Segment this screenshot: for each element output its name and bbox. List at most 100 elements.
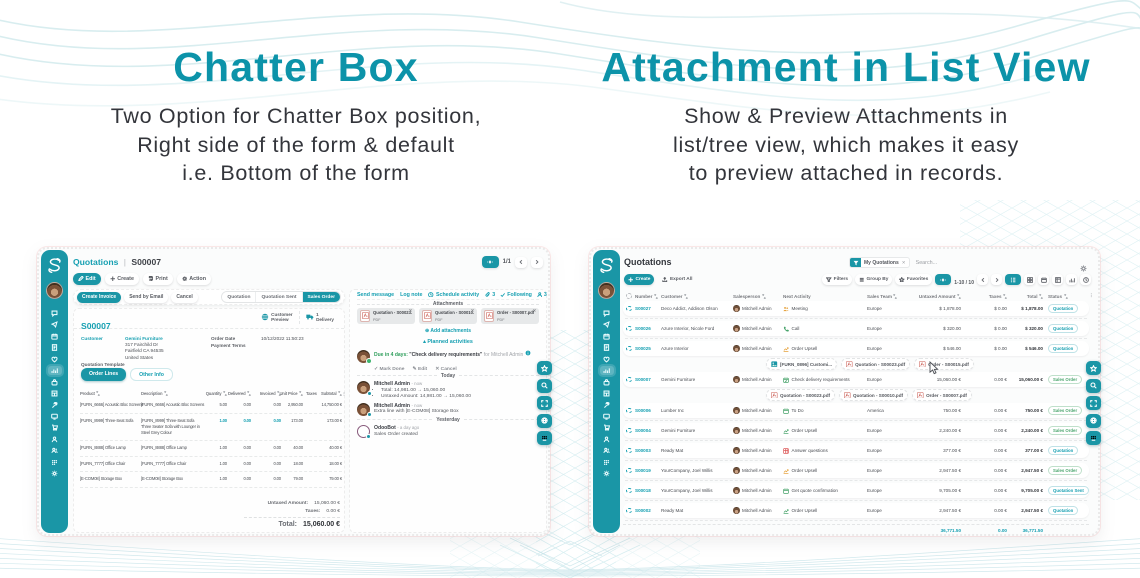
- sidebar-item-sales[interactable]: [47, 366, 62, 375]
- order-line-row[interactable]: [FURN_8888] Office Lamp[FURN_8888] Offic…: [80, 441, 342, 457]
- activity-mark-done-button[interactable]: ✓ Mark Done: [374, 366, 405, 372]
- sidebar-item-settings[interactable]: [600, 470, 614, 478]
- cancel-button[interactable]: Cancel: [171, 291, 198, 303]
- favorites-button[interactable]: Favorites: [895, 274, 933, 285]
- customer-value[interactable]: Gemini Furniture: [125, 336, 163, 341]
- quick-magnifier-button[interactable]: [1086, 378, 1101, 393]
- view-kanban-button[interactable]: [1024, 274, 1035, 285]
- record-ring-icon[interactable]: [626, 407, 632, 414]
- follower-counter[interactable]: 3: [537, 292, 547, 298]
- column-header[interactable]: Total: [1009, 294, 1043, 299]
- view-pivot-button[interactable]: [1052, 274, 1063, 285]
- sidebar-item-apps[interactable]: [600, 458, 614, 466]
- attachment-file-chip[interactable]: Quotation - S00023.pdf: [766, 389, 836, 401]
- send-by-email-button[interactable]: Send by Email: [124, 291, 169, 303]
- attachment-file-chip[interactable]: Order - S00015.pdf: [914, 358, 974, 370]
- record-ring-icon[interactable]: [626, 447, 632, 454]
- following-button[interactable]: Following: [500, 292, 532, 298]
- tab-other-info[interactable]: Other Info: [130, 368, 173, 382]
- attachment-file-chip[interactable]: Quotation - S00010.pdf: [839, 389, 909, 401]
- number-cell[interactable]: S00004: [635, 428, 651, 433]
- record-ring-icon[interactable]: [626, 427, 632, 434]
- pager-previous-button[interactable]: [515, 256, 527, 268]
- download-icon[interactable]: [532, 318, 537, 323]
- planned-activities-toggle[interactable]: ▴ Planned activities: [423, 338, 473, 345]
- order-line-row[interactable]: [FURN_6666] Acoustic Bloc Screens[FURN_6…: [80, 398, 342, 414]
- search-options-icon[interactable]: [1080, 259, 1087, 266]
- sidebar-item-contacts[interactable]: [48, 447, 62, 455]
- column-header[interactable]: Customer: [661, 294, 731, 299]
- sidebar-item-point-of-sale[interactable]: [600, 378, 614, 386]
- number-cell[interactable]: S00006: [635, 408, 651, 413]
- column-header[interactable]: Product: [80, 391, 141, 396]
- number-cell[interactable]: S00019: [635, 468, 651, 473]
- quick-star-button[interactable]: [1086, 361, 1101, 375]
- sidebar-item-calendar[interactable]: [600, 332, 614, 340]
- remove-attachment-icon[interactable]: ✕: [408, 308, 413, 313]
- sidebar-item-calendar[interactable]: [48, 332, 62, 340]
- column-header[interactable]: Untaxed Amount: [917, 294, 961, 299]
- column-header[interactable]: Invoiced: [251, 391, 281, 396]
- pager-next-button[interactable]: [991, 274, 1002, 285]
- sidebar-item-invoicing[interactable]: [48, 343, 62, 351]
- activity-cell[interactable]: Meeting: [783, 306, 865, 312]
- sidebar-item-employees[interactable]: [600, 435, 614, 443]
- stage-quotation[interactable]: Quotation: [222, 291, 256, 303]
- print-button[interactable]: Print: [142, 272, 173, 285]
- view-calendar-button[interactable]: [1038, 274, 1049, 285]
- activity-cell[interactable]: Get quote confirmation: [783, 488, 865, 494]
- column-header[interactable]: Quantity: [203, 391, 227, 396]
- sidebar-item-manufacturing[interactable]: [600, 401, 614, 409]
- sidebar-item-purchase[interactable]: [48, 424, 62, 432]
- sidebar-item-employees[interactable]: [48, 435, 62, 443]
- quick-star-button[interactable]: [537, 361, 552, 375]
- sidebar-item-crm[interactable]: [600, 355, 614, 363]
- theme-toggle-button[interactable]: [935, 273, 952, 286]
- sidebar-item-discuss[interactable]: [600, 309, 614, 317]
- quick-expand-button[interactable]: [1086, 396, 1101, 411]
- activity-cell[interactable]: To Do: [783, 408, 865, 414]
- sidebar-item-marketing[interactable]: [600, 320, 614, 328]
- column-header[interactable]: Unit Price: [279, 391, 303, 396]
- user-avatar[interactable]: [598, 282, 615, 299]
- export-all-button[interactable]: Export All: [658, 274, 696, 285]
- action-button[interactable]: Action: [176, 272, 212, 285]
- sidebar-item-point-of-sale[interactable]: [48, 378, 62, 386]
- create-button[interactable]: Create: [104, 272, 139, 285]
- column-header[interactable]: Description: [141, 391, 203, 396]
- download-icon[interactable]: [408, 318, 413, 323]
- column-header[interactable]: Sales Team: [867, 294, 915, 299]
- activity-cell[interactable]: Call: [783, 326, 865, 332]
- column-header[interactable]: Delivered: [227, 391, 251, 396]
- theme-toggle-button[interactable]: [481, 256, 499, 268]
- sidebar-item-invoicing[interactable]: [600, 343, 614, 351]
- activity-cell[interactable]: Order Upsell: [783, 508, 865, 514]
- sidebar-item-purchase[interactable]: [600, 424, 614, 432]
- pager-next-button[interactable]: [531, 256, 543, 268]
- order-line-row[interactable]: [E-COM08] Storage Box[E-COM08] Storage B…: [80, 472, 342, 488]
- number-cell[interactable]: S00007: [635, 377, 651, 382]
- sidebar-item-contacts[interactable]: [600, 447, 614, 455]
- activity-cell[interactable]: Answer questions: [783, 448, 865, 454]
- number-cell[interactable]: S00018: [635, 488, 651, 493]
- column-header[interactable]: Next Activity: [783, 294, 865, 299]
- column-header[interactable]: Salesperson: [733, 294, 781, 299]
- stage-sales-order[interactable]: Sales Order: [301, 291, 340, 303]
- schedule-activity-button[interactable]: Schedule activity: [428, 292, 479, 298]
- activity-cell[interactable]: Order Upsell: [783, 428, 865, 434]
- attachment-file-chip[interactable]: Order - S00007.pdf: [912, 389, 972, 401]
- attachment-counter[interactable]: 3: [485, 292, 495, 298]
- create-invoice-button[interactable]: Create Invoice: [77, 291, 122, 303]
- record-ring-icon[interactable]: [626, 487, 632, 494]
- column-header[interactable]: Taxes: [963, 294, 1007, 299]
- column-header[interactable]: Status: [1045, 294, 1087, 299]
